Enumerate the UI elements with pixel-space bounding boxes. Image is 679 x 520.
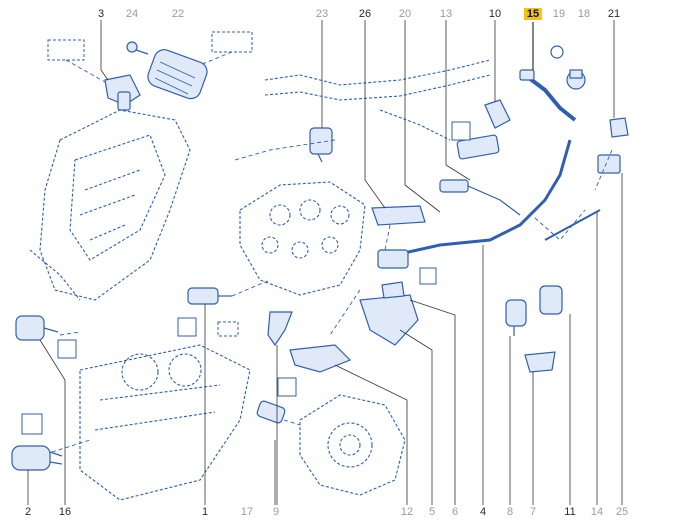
hatched-symbol-icon [451,121,471,141]
callout-25[interactable]: 25 [615,506,629,518]
callout-22[interactable]: 22 [171,8,185,20]
filter-icon-22 [147,49,208,100]
engine-block-icon [29,109,191,301]
hatched-symbol-icon [419,267,437,285]
exhaust-pipe-icon [264,59,491,141]
oxygen-sensor-icon-15 [519,69,577,122]
callout-12[interactable]: 12 [400,506,414,518]
callout-26[interactable]: 26 [358,8,372,20]
bracket-icon-10 [484,99,511,129]
callout-2[interactable]: 2 [24,506,32,518]
temperature-symbol-icon [277,377,297,397]
bracket-icon-6 [359,294,419,346]
callout-4[interactable]: 4 [479,506,487,518]
dashed-frame-icon [211,31,253,53]
clip-icon-21 [609,117,629,138]
cap-icon-18 [566,69,586,90]
callout-9[interactable]: 9 [272,506,280,518]
callout-11[interactable]: 11 [564,506,576,518]
bracket-icon-26 [371,205,426,226]
gearbox-icon [299,394,406,496]
sensor-icon-1 [187,287,232,305]
callout-18[interactable]: 18 [577,8,591,20]
connector-icon-13 [456,134,500,160]
callout-21[interactable]: 21 [607,8,621,20]
screw-icon-24 [126,41,149,55]
callout-8[interactable]: 8 [506,506,514,518]
callout-1[interactable]: 1 [201,506,209,518]
bracket-icon-17 [267,311,293,347]
bracket-icon-7 [524,351,556,373]
temperature-symbol-icon [57,339,77,359]
callout-6[interactable]: 6 [451,506,459,518]
callout-17[interactable]: 17 [240,506,254,518]
harness-icon-4 [377,139,572,269]
callout-16[interactable]: 16 [58,506,72,518]
sensor-icon-20 [439,179,521,216]
sensor-icon-23 [309,127,333,163]
callout-7[interactable]: 7 [529,506,537,518]
ring-icon-19 [550,45,564,59]
dashed-frame-icon [217,321,239,337]
sensor-icon-9 [256,400,286,424]
callout-24[interactable]: 24 [125,8,139,20]
callout-23[interactable]: 23 [315,8,329,20]
central-block-icon [239,181,366,296]
callout-10[interactable]: 10 [488,8,502,20]
callout-13[interactable]: 13 [439,8,453,20]
sensor-icon-11 [539,285,563,315]
sensor-icon-8 [505,299,527,336]
callout-14[interactable]: 14 [590,506,604,518]
dashed-frame-icon [47,39,85,61]
connector-icon-16 [15,315,59,341]
callout-19[interactable]: 19 [552,8,566,20]
warning-light-icon [21,413,43,435]
callout-20[interactable]: 20 [398,8,412,20]
sensor-icon-2 [11,445,63,471]
temperature-symbol-icon [177,317,197,337]
cylinder-head-icon [79,344,251,501]
callout-5[interactable]: 5 [428,506,436,518]
callout-15[interactable]: 15 [523,8,543,20]
callout-3[interactable]: 3 [97,8,105,20]
connector-icon-25 [597,154,621,174]
sensor-icon-3 [104,74,141,111]
clamp-icon-5 [381,281,405,299]
